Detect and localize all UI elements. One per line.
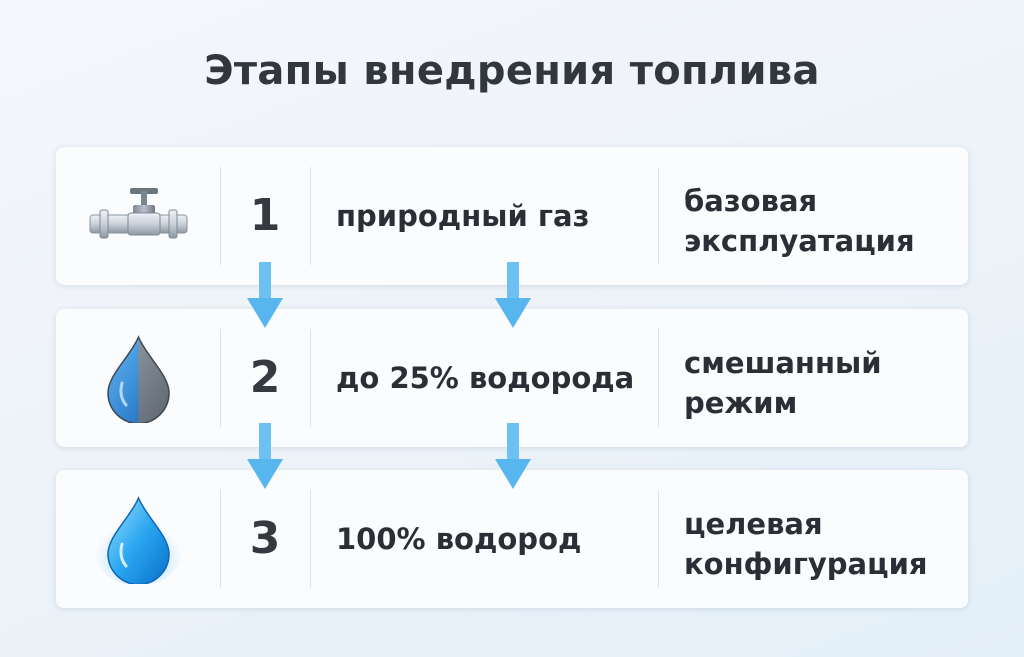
stage-mode: базовая эксплуатация	[684, 181, 954, 261]
down-arrow-icon	[495, 262, 531, 328]
down-arrow-icon	[247, 423, 283, 489]
page-title: Этапы внедрения топлива	[204, 48, 820, 94]
divider	[658, 167, 659, 265]
stage-number: 2	[249, 352, 281, 403]
divider	[220, 490, 221, 588]
divider	[658, 490, 659, 588]
divider	[310, 167, 311, 265]
divider	[220, 329, 221, 427]
down-arrow-icon	[247, 262, 283, 328]
stage-card-3: 3 100% водород целевая конфигурация	[56, 470, 968, 608]
stage-fuel: до 25% водорода	[336, 361, 635, 395]
down-arrow-icon	[495, 423, 531, 489]
stage-mode-line: базовая	[684, 184, 818, 218]
half-blue-drop-icon	[107, 335, 170, 423]
divider	[658, 329, 659, 427]
stage-mode-line: смешанный	[684, 346, 882, 380]
stage-mode-line: целевая	[684, 507, 823, 541]
divider	[220, 167, 221, 265]
stage-mode-line: режим	[684, 386, 798, 420]
stage-mode-line: эксплуатация	[684, 224, 915, 258]
stage-mode: смешанный режим	[684, 343, 954, 423]
stage-fuel: 100% водород	[336, 522, 582, 556]
divider	[310, 490, 311, 588]
stage-mode: целевая конфигурация	[684, 504, 954, 584]
stage-number: 1	[249, 190, 281, 241]
stage-number: 3	[249, 513, 281, 564]
divider	[310, 329, 311, 427]
stage-fuel: природный газ	[336, 199, 590, 233]
gas-pipe-icon	[89, 188, 188, 239]
glowing-blue-drop-icon	[94, 496, 183, 584]
stage-mode-line: конфигурация	[684, 547, 928, 581]
